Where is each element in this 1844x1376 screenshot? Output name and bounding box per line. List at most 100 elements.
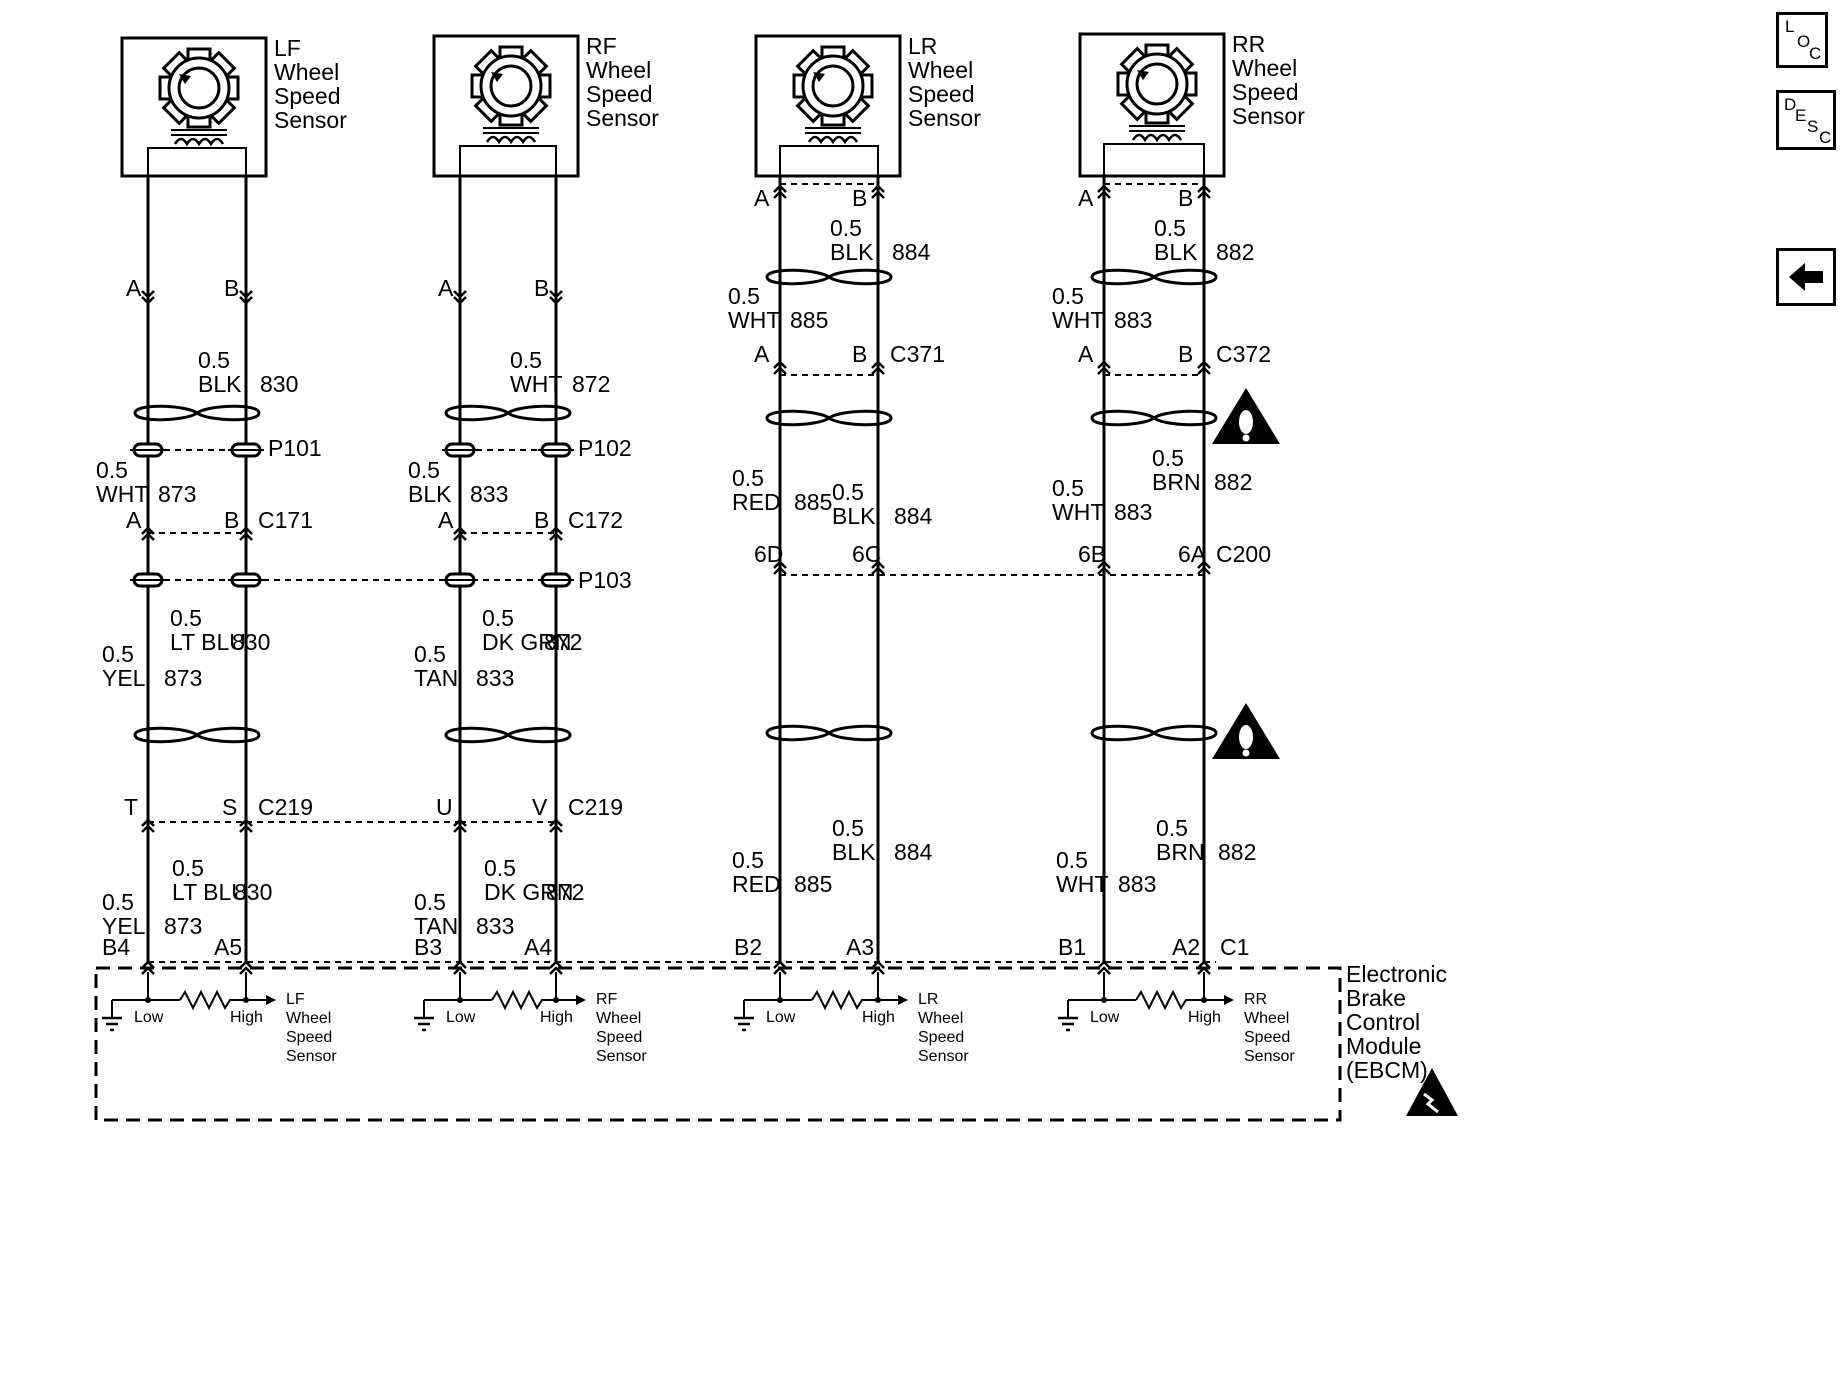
sensor-2-chev-a	[453, 290, 467, 305]
sensor-1-chev-a	[141, 290, 155, 305]
sensor-3-ebcm-pin-a: B2	[734, 934, 762, 960]
sensor-2-twist-1	[444, 404, 572, 422]
desc-letter-d: D	[1784, 95, 1797, 114]
sensor-3-pin-b: B	[852, 185, 867, 211]
sensor-3-ground-icon	[734, 1016, 754, 1032]
sensor-1-pair4b-color: YEL	[102, 913, 146, 939]
sensor-3-pair1-size: 0.5	[830, 215, 862, 241]
sensor-3-title-3: Sensor	[908, 105, 981, 131]
sensor-1-pair1-color: BLK	[198, 371, 242, 397]
sensor-3-ebcm-low-label: Low	[766, 1009, 796, 1026]
sensor-4-conn1-pin-a: A	[1078, 341, 1094, 367]
sensor-4-title-0: RR	[1232, 31, 1265, 57]
sensor-1-ebcm-high-label: High	[230, 1009, 263, 1026]
desc-letter-c: C	[1819, 128, 1832, 147]
sensor-2-pair1-size: 0.5	[510, 347, 542, 373]
sensor-2-ebcm-pin-b: A4	[524, 934, 552, 960]
sensor-2-conn2-pin-a: U	[436, 794, 453, 820]
sensor-1-ebcm-node-high	[243, 997, 249, 1003]
sensor-3-module-label-0: LR	[918, 991, 938, 1008]
sensor-2-pin-a: A	[438, 275, 454, 301]
sensor-4-pair2b-size: 0.5	[1152, 445, 1184, 471]
sensor-2-ground-icon	[414, 1016, 434, 1032]
sensor-4-module-label-3: Sensor	[1244, 1048, 1295, 1065]
esd-bolt	[1423, 1092, 1439, 1114]
sensor-4-pair1-circuit: 882	[1216, 239, 1254, 265]
sensor-3-ebcm-node-high	[875, 997, 881, 1003]
sensor-3-module-label-3: Sensor	[918, 1048, 969, 1065]
sensor-4-conn2-name: C200	[1216, 541, 1271, 567]
sensor-1-twist-1	[133, 404, 261, 422]
sensor-4-ebcm-chev-a	[1097, 960, 1111, 975]
sensor-4-ground-icon	[1058, 1016, 1078, 1032]
sensor-1-ebcm-low-label: Low	[134, 1009, 164, 1026]
sensor-2-module-label-3: Sensor	[596, 1048, 647, 1065]
loc-button[interactable]: L O C	[1776, 12, 1828, 68]
sensor-4-conn1-pin-b: B	[1178, 341, 1193, 367]
sensor-1-conn1-pin-b: B	[224, 507, 239, 533]
sensor-3-pair1b-color: WHT	[728, 307, 780, 333]
sensor-4-conn2-pin-a: 6B	[1078, 541, 1106, 567]
ebcm-label-3: Module	[1346, 1033, 1421, 1059]
sensor-3-conn2-chev-b	[871, 560, 885, 575]
back-button[interactable]	[1776, 248, 1836, 306]
sensor-4-conn2-chev-a	[1097, 560, 1111, 575]
sensor-1-ground-icon	[102, 1016, 122, 1032]
desc-button[interactable]: D E S C	[1776, 90, 1836, 150]
ebcm-boundary	[94, 966, 1342, 1122]
sensor-2-conn2-chev-b	[549, 818, 563, 833]
sensor-1-ebcm-chev-b	[239, 960, 253, 975]
sensor-2-pair3-circuit: 872	[544, 629, 582, 655]
sensor-1-module-label-3: Sensor	[286, 1048, 337, 1065]
sensor-3-pair1b-size: 0.5	[728, 283, 760, 309]
sensor-3-pair1b-circuit: 885	[790, 307, 828, 333]
sensor-1-conn1-name: C171	[258, 507, 313, 533]
sensor-2-ebcm-pin-a: B3	[414, 934, 442, 960]
sensor-1-conn2-pin-a: T	[124, 794, 138, 820]
sensor-2-pair2-circuit: 833	[470, 481, 508, 507]
sensor-3-gear-icon	[792, 45, 874, 127]
sensor-3-ebcm-pin-b: A3	[846, 934, 874, 960]
sensor-2-conn2-pin-b: V	[532, 794, 548, 820]
sensor-2-pair1-circuit: 872	[572, 371, 610, 397]
sensor-4-pair1b-color: WHT	[1052, 307, 1104, 333]
sensor-4-chev-a	[1097, 184, 1111, 199]
sensor-1-pair4b-size: 0.5	[102, 889, 134, 915]
sensor-4-pair2b-color: BRN	[1152, 469, 1201, 495]
sensor-4-pair1b-circuit: 883	[1114, 307, 1152, 333]
sensor-4-conn1-chev-b	[1197, 360, 1211, 375]
sensor-4-sensor-loop	[1103, 143, 1205, 176]
sensor-1-twist-2	[133, 726, 261, 744]
sensor-3-ebcm-node-low	[777, 997, 783, 1003]
sensor-2-ebcm-node-high	[553, 997, 559, 1003]
sensor-2-title-2: Speed	[586, 81, 653, 107]
sensor-1-title-2: Speed	[274, 83, 341, 109]
sensor-2-ebcm-resistor	[491, 989, 576, 1011]
sensor-3-conn1-chev-a	[773, 360, 787, 375]
sensor-4-twist-1	[1090, 268, 1218, 286]
sensor-4-pair4b-circuit: 882	[1218, 839, 1256, 865]
sensor-2-title-3: Sensor	[586, 105, 659, 131]
sensor-1-pair3b-size: 0.5	[102, 641, 134, 667]
sensor-1-sensor-loop	[147, 147, 247, 176]
sensor-1-pair2-color: WHT	[96, 481, 148, 507]
sensor-3-module-label-1: Wheel	[918, 1010, 963, 1027]
sensor-1-pair4-size: 0.5	[172, 855, 204, 881]
sensor-1-pin-a: A	[126, 275, 142, 301]
sensor-1-ebcm-arrow	[266, 995, 276, 1005]
sensor-1-title-3: Sensor	[274, 107, 347, 133]
sensor-3-title-1: Wheel	[908, 57, 973, 83]
sensor-1-module-label-0: LF	[286, 991, 305, 1008]
sensor-4-pair1-color: BLK	[1154, 239, 1198, 265]
sensor-3-pair2-circuit: 885	[794, 489, 832, 515]
sensor-2-conn1-pin-b: B	[534, 507, 549, 533]
sensor-4-twist-2	[1090, 409, 1218, 427]
sensor-1-chev-b	[239, 290, 253, 305]
ebcm-label-4: (EBCM)	[1346, 1057, 1428, 1083]
sensor-2-ebcm-low-label: Low	[446, 1009, 476, 1026]
sensor-3-title-2: Speed	[908, 81, 975, 107]
ebcm-label-1: Brake	[1346, 985, 1406, 1011]
sensor-4-ebcm-low-label: Low	[1090, 1009, 1120, 1026]
sensor-1-pair3-circuit: 830	[232, 629, 270, 655]
